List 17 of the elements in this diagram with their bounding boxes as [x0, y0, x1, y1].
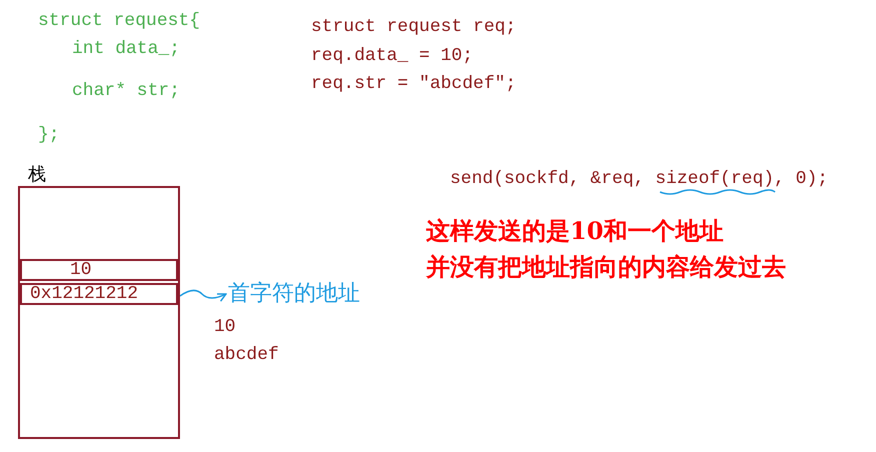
code-line: req.data_ = 10;	[311, 45, 474, 67]
code-line: struct request req;	[311, 16, 516, 38]
code-line: send(sockfd, &req, sizeof(req), 0);	[450, 168, 828, 190]
code-line: req.str = "abcdef";	[311, 73, 516, 95]
annotation-text: 这样发送的是10和一个地址	[426, 216, 724, 246]
code-line: char* str;	[72, 80, 180, 102]
annotation-text: 并没有把地址指向的内容给发过去	[426, 252, 786, 282]
code-line: struct request{	[38, 10, 200, 32]
memory-value: abcdef	[214, 344, 279, 366]
memory-value: 10	[214, 316, 236, 338]
code-line: int data_;	[72, 38, 180, 60]
code-line: };	[38, 124, 60, 146]
memory-cell: 0x12121212	[20, 283, 178, 305]
annotation-label: 首字符的地址	[228, 279, 408, 309]
stack-heading: 栈	[28, 164, 46, 186]
memory-cell: 10	[20, 259, 178, 281]
arrow	[180, 290, 227, 302]
